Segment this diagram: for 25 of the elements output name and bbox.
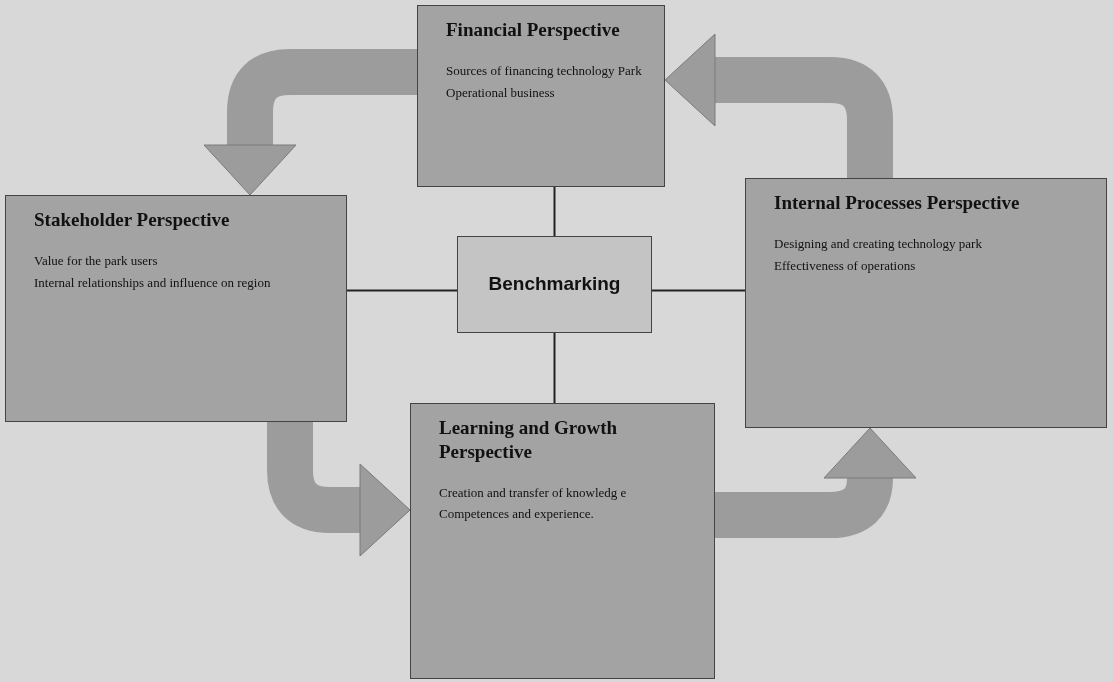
box-text: Effectiveness of operations [774,256,917,275]
box-text: Sources of financing technology Park [446,61,643,80]
connector-line [553,186,556,237]
perspective-box [5,195,347,422]
box-text: Competences and experience. [439,505,595,524]
curved-arrow [267,422,411,557]
perspective-box [417,5,665,187]
perspective-box [410,403,715,679]
box-heading: Internal Processes Perspective [773,191,1021,215]
connector-line [346,289,458,292]
benchmarking-box [457,236,652,333]
box-heading: Learning and Growth Perspective [438,416,619,464]
curved-arrow [664,33,893,178]
connector-line [553,332,556,404]
box-text: Value for the park users [34,251,159,270]
perspective-box [745,178,1107,428]
box-text: Operational business [446,83,556,102]
box-heading: Stakeholder Perspective [33,208,231,232]
box-text: Creation and transfer of knowledg e [439,483,628,502]
box-text: Designing and creating technology park [774,234,983,253]
curved-arrow [203,49,417,196]
box-heading: Benchmarking [488,272,621,297]
connector-line [651,289,746,292]
box-heading: Financial Perspective [445,18,621,42]
box-text: Internal relationships and influence on region [34,273,272,292]
